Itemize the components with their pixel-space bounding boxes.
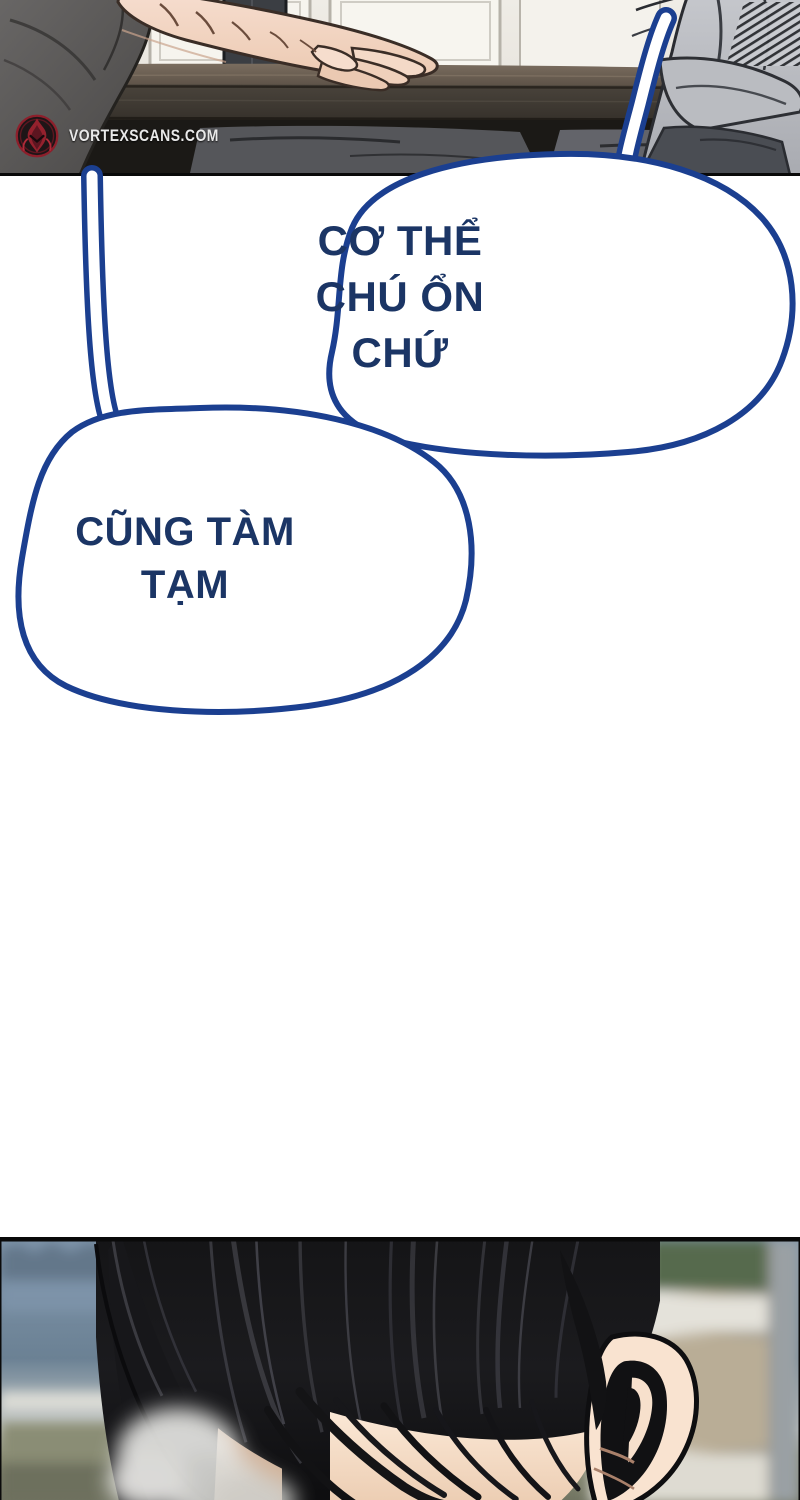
- panel-desk-arm-art: [0, 0, 800, 173]
- speech-bubble-question-text: CƠ THỂ CHÚ ỔN CHỨ: [315, 217, 485, 376]
- ear-shape: [584, 1331, 699, 1500]
- speech-bubble-answer-shape: [15, 404, 475, 715]
- panel-desk-arm: [0, 0, 800, 176]
- speech-bubble-answer-text: CŨNG TÀM TẠM: [75, 510, 295, 608]
- panel-face-closeup: [0, 1237, 800, 1500]
- panel-face-closeup-art: [0, 1240, 800, 1500]
- speech-bubble-answer-tail: [81, 165, 209, 711]
- speech-bubble-question-shape: [326, 150, 796, 459]
